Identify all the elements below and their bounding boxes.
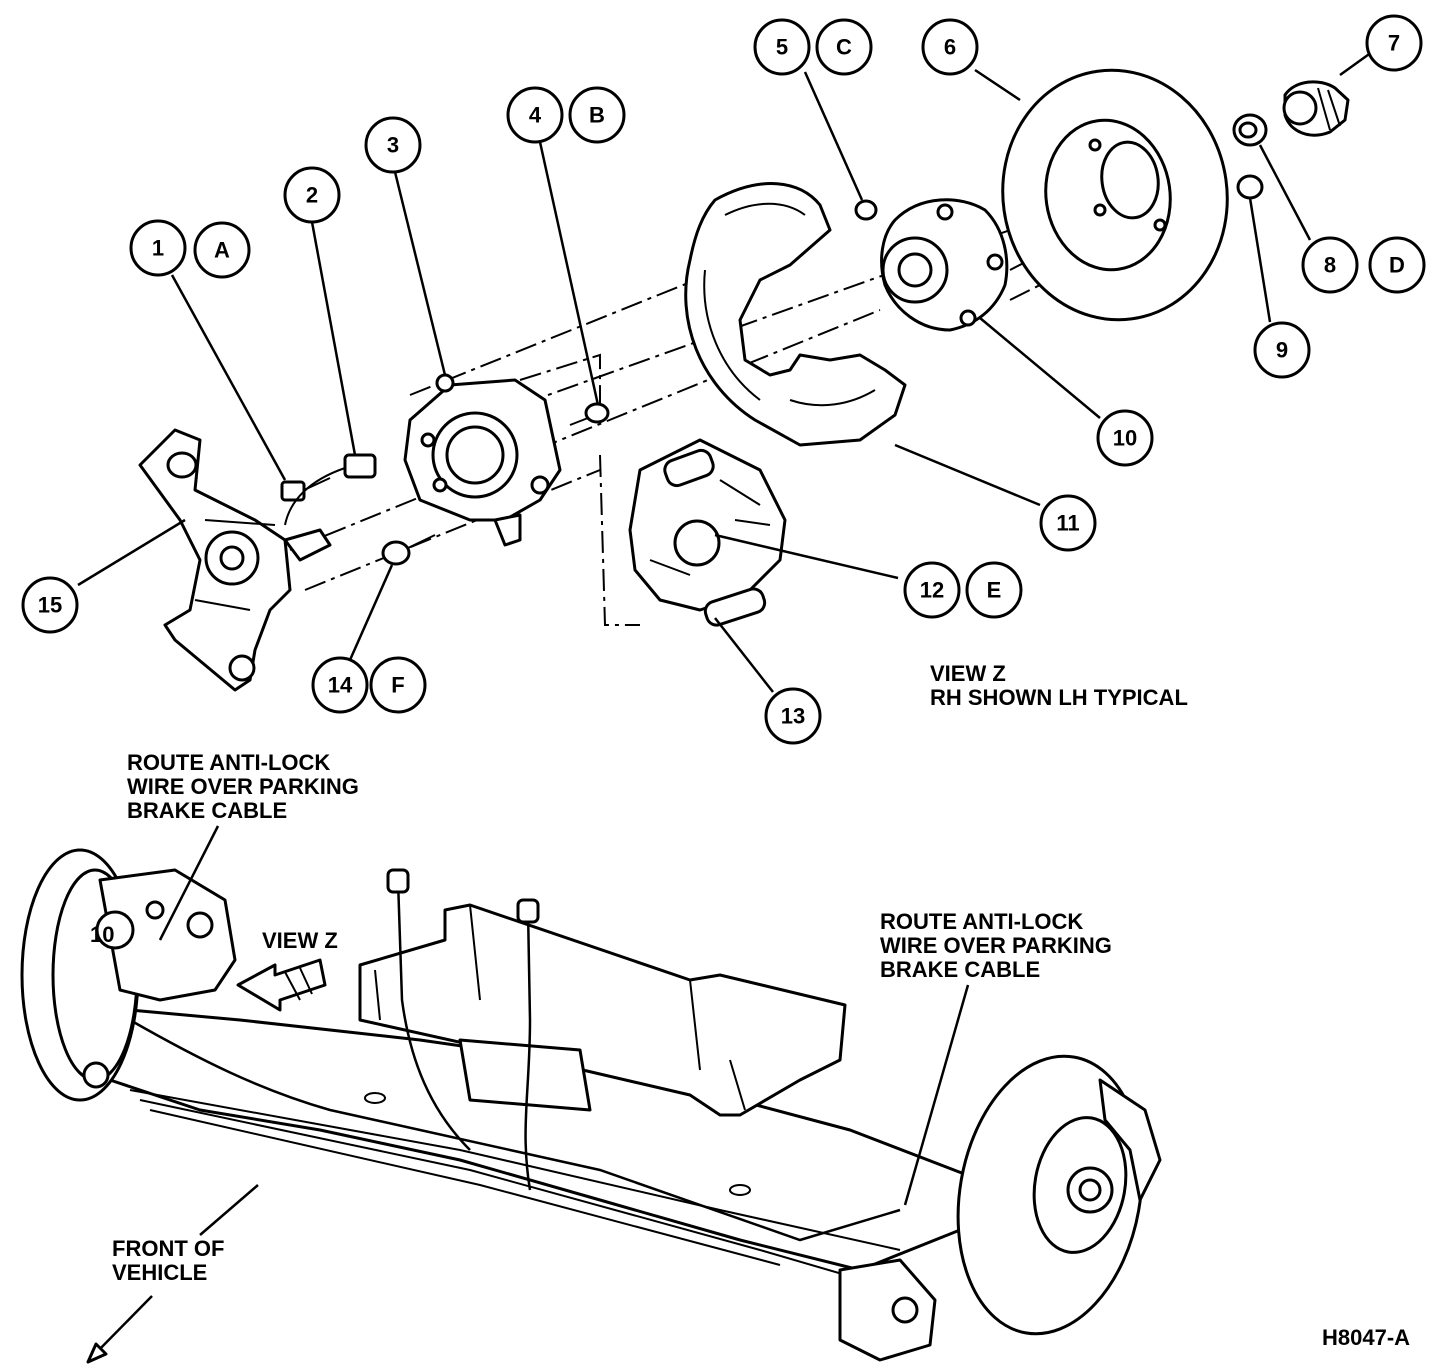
figure-code: H8047-A <box>1322 1325 1410 1350</box>
view-title-line1: VIEW Z <box>930 661 1006 686</box>
callout-2: 2 <box>283 166 341 224</box>
leader-lines <box>77 50 1373 693</box>
hub-label: 10 <box>90 922 114 947</box>
svg-text:E: E <box>987 578 1002 603</box>
callout-12: 12 <box>903 561 961 619</box>
abs-sensor-2 <box>284 453 377 526</box>
svg-text:3: 3 <box>387 133 399 158</box>
callout-4: 4 <box>506 86 564 144</box>
right-wheel-assembly <box>838 1054 1162 1362</box>
front-label-line2: VEHICLE <box>112 1260 207 1285</box>
callout-14: 14 <box>311 656 369 714</box>
front-arrow <box>86 1295 153 1364</box>
bolt-14 <box>381 534 436 566</box>
nut-4 <box>569 402 610 426</box>
slide-pin-13 <box>703 587 767 627</box>
callout-15: 15 <box>21 576 79 634</box>
svg-text:8: 8 <box>1324 253 1336 278</box>
front-label-line1: FRONT OF <box>112 1236 224 1261</box>
callout-C: C <box>815 18 873 76</box>
svg-text:5: 5 <box>776 35 788 60</box>
callout-3: 3 <box>364 116 422 174</box>
view-z-label: VIEW Z <box>262 928 338 953</box>
dust-cap-7 <box>1282 80 1350 137</box>
nut-8 <box>1232 113 1268 147</box>
svg-text:13: 13 <box>781 704 805 729</box>
left-wheel-assembly: 10 <box>20 848 237 1102</box>
note-left-line2: WIRE OVER PARKING <box>127 774 359 799</box>
parking-brake-cables <box>129 868 901 1242</box>
callout-B: B <box>568 86 626 144</box>
callout-F: F <box>369 656 427 714</box>
callout-9: 9 <box>1253 321 1311 379</box>
svg-text:4: 4 <box>529 103 542 128</box>
note-right-line3: BRAKE CABLE <box>880 957 1040 982</box>
fuel-tank <box>358 903 847 1117</box>
svg-text:12: 12 <box>920 578 944 603</box>
callout-5: 5 <box>753 18 811 76</box>
nut-5 <box>854 199 878 221</box>
svg-text:D: D <box>1389 253 1405 278</box>
svg-text:2: 2 <box>306 183 318 208</box>
callout-1: 1 <box>129 219 187 277</box>
knuckle-spindle <box>138 428 332 692</box>
svg-text:7: 7 <box>1388 31 1400 56</box>
dust-shield-11 <box>684 182 907 447</box>
note-right-line2: WIRE OVER PARKING <box>880 933 1112 958</box>
svg-text:A: A <box>214 238 230 263</box>
front-leader <box>199 1184 259 1236</box>
svg-text:15: 15 <box>38 593 62 618</box>
caliper-12 <box>628 438 787 612</box>
note-left-line1: ROUTE ANTI-LOCK <box>127 750 330 775</box>
callout-D: D <box>1368 236 1426 294</box>
svg-text:1: 1 <box>152 236 164 261</box>
svg-text:10: 10 <box>1113 426 1137 451</box>
lug-nut-9 <box>1236 174 1264 200</box>
callout-10: 10 <box>1096 409 1154 467</box>
callout-13: 13 <box>764 687 822 745</box>
svg-text:6: 6 <box>944 35 956 60</box>
svg-text:14: 14 <box>328 673 353 698</box>
svg-text:9: 9 <box>1276 338 1288 363</box>
view-z-arrow: VIEW Z <box>236 928 338 1012</box>
rotor-6 <box>1001 68 1229 322</box>
callout-8: 8 <box>1301 236 1359 294</box>
svg-text:B: B <box>589 103 605 128</box>
callout-E: E <box>965 561 1023 619</box>
callout-A: A <box>193 221 251 279</box>
note-right-leader <box>903 984 970 1206</box>
hub-bearing-10 <box>880 198 1009 332</box>
svg-text:C: C <box>836 35 852 60</box>
callout-11: 11 <box>1039 494 1097 552</box>
callout-7: 7 <box>1365 14 1423 72</box>
svg-text:F: F <box>391 673 404 698</box>
adapter-plate-3 <box>403 373 562 547</box>
view-title-line2: RH SHOWN LH TYPICAL <box>930 685 1188 710</box>
note-left-line3: BRAKE CABLE <box>127 798 287 823</box>
svg-text:11: 11 <box>1056 511 1079 536</box>
note-right-line1: ROUTE ANTI-LOCK <box>880 909 1083 934</box>
callout-6: 6 <box>921 18 979 76</box>
note-left-leader <box>158 825 220 941</box>
